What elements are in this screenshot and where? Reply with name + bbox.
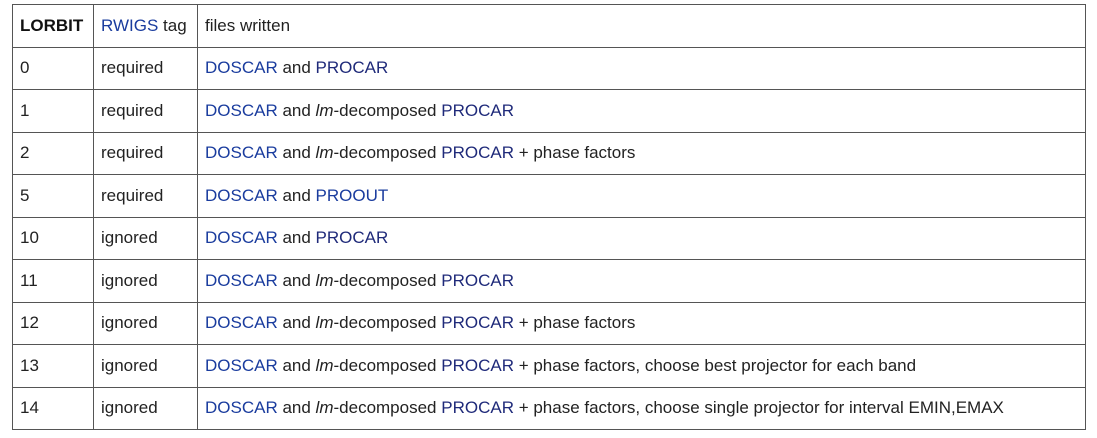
doscar-link[interactable]: DOSCAR <box>205 355 278 375</box>
and-text: and <box>277 398 316 418</box>
lm-text: lm <box>315 270 334 290</box>
doscar-link[interactable]: DOSCAR <box>205 398 278 418</box>
decomposed-text: -decomposed <box>333 143 442 163</box>
table-row: 1 required DOSCAR and lm-decomposed PROC… <box>12 89 1086 133</box>
files-written-cell: DOSCAR and lm-decomposed PROCAR + phase … <box>197 301 1086 345</box>
lorbit-value: 5 <box>12 174 94 218</box>
and-text: and <box>277 313 316 333</box>
doscar-link[interactable]: DOSCAR <box>205 228 278 248</box>
decomposed-text: -decomposed <box>333 355 442 375</box>
doscar-link[interactable]: DOSCAR <box>205 143 278 163</box>
header-tag-text: tag <box>158 15 187 35</box>
table-row: 11 ignored DOSCAR and lm-decomposed PROC… <box>12 259 1086 303</box>
decomposed-text: -decomposed <box>333 270 442 290</box>
files-written-cell: DOSCAR and lm-decomposed PROCAR + phase … <box>197 386 1086 430</box>
lorbit-value: 2 <box>12 131 94 175</box>
header-rwigs: RWIGS tag <box>93 4 198 48</box>
procar-link[interactable]: PROCAR <box>441 100 514 120</box>
and-text: and <box>277 185 316 205</box>
rwigs-link[interactable]: RWIGS <box>101 15 159 35</box>
and-text: and <box>277 228 316 248</box>
rwigs-value: ignored <box>93 386 198 430</box>
decomposed-text: -decomposed <box>333 398 442 418</box>
files-written-cell: DOSCAR and PROCAR <box>197 216 1086 260</box>
files-written-cell: DOSCAR and lm-decomposed PROCAR <box>197 89 1086 133</box>
and-text: and <box>277 270 316 290</box>
doscar-link[interactable]: DOSCAR <box>205 185 278 205</box>
lorbit-value: 11 <box>12 259 94 303</box>
procar-link[interactable]: PROCAR <box>315 58 389 78</box>
phase-factors-text: + phase factors <box>513 398 636 418</box>
and-text: and <box>277 58 316 78</box>
table-row: 2 required DOSCAR and lm-decomposed PROC… <box>12 131 1086 175</box>
lm-text: lm <box>315 355 334 375</box>
doscar-link[interactable]: DOSCAR <box>205 58 278 78</box>
rwigs-value: ignored <box>93 216 198 260</box>
procar-link[interactable]: PROCAR <box>441 355 514 375</box>
doscar-link[interactable]: DOSCAR <box>205 270 278 290</box>
procar-link[interactable]: PROCAR <box>441 398 514 418</box>
files-written-cell: DOSCAR and lm-decomposed PROCAR + phase … <box>197 344 1086 388</box>
files-written-cell: DOSCAR and PROCAR <box>197 46 1086 90</box>
lorbit-value: 13 <box>12 344 94 388</box>
rwigs-value: required <box>93 131 198 175</box>
lorbit-value: 10 <box>12 216 94 260</box>
header-files-written: files written <box>197 4 1086 48</box>
table-header-row: LORBIT RWIGS tag files written <box>12 4 1086 48</box>
rwigs-value: required <box>93 46 198 90</box>
and-text: and <box>277 100 316 120</box>
files-written-cell: DOSCAR and lm-decomposed PROCAR + phase … <box>197 131 1086 175</box>
and-text: and <box>277 143 316 163</box>
decomposed-text: -decomposed <box>333 313 442 333</box>
phase-factors-text: + phase factors <box>513 143 636 163</box>
lm-text: lm <box>315 398 334 418</box>
doscar-link[interactable]: DOSCAR <box>205 100 278 120</box>
proout-link[interactable]: PROOUT <box>315 185 389 205</box>
phase-factors-text: + phase factors <box>513 355 636 375</box>
files-written-cell: DOSCAR and PROOUT <box>197 174 1086 218</box>
table-row: 0 required DOSCAR and PROCAR <box>12 46 1086 90</box>
decomposed-text: -decomposed <box>333 100 442 120</box>
table-row: 13 ignored DOSCAR and lm-decomposed PROC… <box>12 344 1086 388</box>
lorbit-table: LORBIT RWIGS tag files written 0 require… <box>12 4 1086 430</box>
rwigs-value: ignored <box>93 344 198 388</box>
rwigs-value: ignored <box>93 259 198 303</box>
table-row: 12 ignored DOSCAR and lm-decomposed PROC… <box>12 301 1086 345</box>
projector-note: , choose best projector for each band <box>635 355 917 375</box>
lm-text: lm <box>315 143 334 163</box>
lorbit-table-container: LORBIT RWIGS tag files written 0 require… <box>12 4 1086 430</box>
table-row: 10 ignored DOSCAR and PROCAR <box>12 216 1086 260</box>
rwigs-value: ignored <box>93 301 198 345</box>
files-written-cell: DOSCAR and lm-decomposed PROCAR <box>197 259 1086 303</box>
projector-note: , choose single projector for interval E… <box>635 398 1004 418</box>
header-lorbit: LORBIT <box>12 4 94 48</box>
lm-text: lm <box>315 313 334 333</box>
lorbit-value: 14 <box>12 386 94 430</box>
lorbit-value: 1 <box>12 89 94 133</box>
lorbit-value: 12 <box>12 301 94 345</box>
lm-text: lm <box>315 100 334 120</box>
doscar-link[interactable]: DOSCAR <box>205 313 278 333</box>
lorbit-value: 0 <box>12 46 94 90</box>
rwigs-value: required <box>93 89 198 133</box>
procar-link[interactable]: PROCAR <box>315 228 389 248</box>
and-text: and <box>277 355 316 375</box>
rwigs-value: required <box>93 174 198 218</box>
table-row: 14 ignored DOSCAR and lm-decomposed PROC… <box>12 386 1086 430</box>
phase-factors-text: + phase factors <box>513 313 636 333</box>
procar-link[interactable]: PROCAR <box>441 313 514 333</box>
table-row: 5 required DOSCAR and PROOUT <box>12 174 1086 218</box>
procar-link[interactable]: PROCAR <box>441 143 514 163</box>
procar-link[interactable]: PROCAR <box>441 270 514 290</box>
